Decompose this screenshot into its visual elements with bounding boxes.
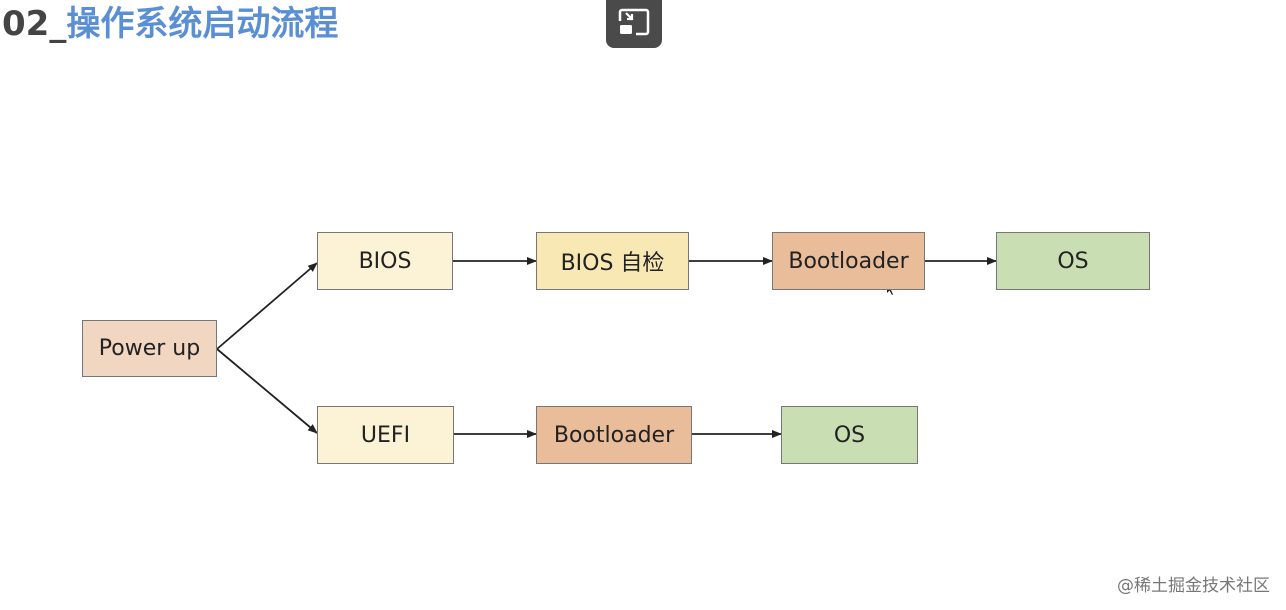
node-uefi-os: OS: [781, 406, 918, 464]
edge-power-to-uefi: [216, 348, 318, 434]
picture-in-picture-icon: [617, 7, 651, 41]
node-uefi: UEFI: [317, 406, 454, 464]
node-uefi-bootloader: Bootloader: [536, 406, 692, 464]
node-bios-post: BIOS 自检: [536, 232, 689, 290]
node-bios: BIOS: [317, 232, 453, 290]
edge-power-to-bios: [216, 262, 318, 350]
node-bios-bootloader: Bootloader: [772, 232, 925, 290]
node-bios-os: OS: [996, 232, 1150, 290]
picture-in-picture-button[interactable]: [606, 0, 662, 48]
source-watermark: @稀土掘金技术社区: [1117, 576, 1270, 596]
slide-title-text: 操作系统启动流程: [66, 4, 339, 44]
slide-title: 02_操作系统启动流程: [2, 2, 338, 46]
node-power-up: Power up: [82, 320, 217, 377]
slide-title-number: 02_: [2, 4, 67, 44]
